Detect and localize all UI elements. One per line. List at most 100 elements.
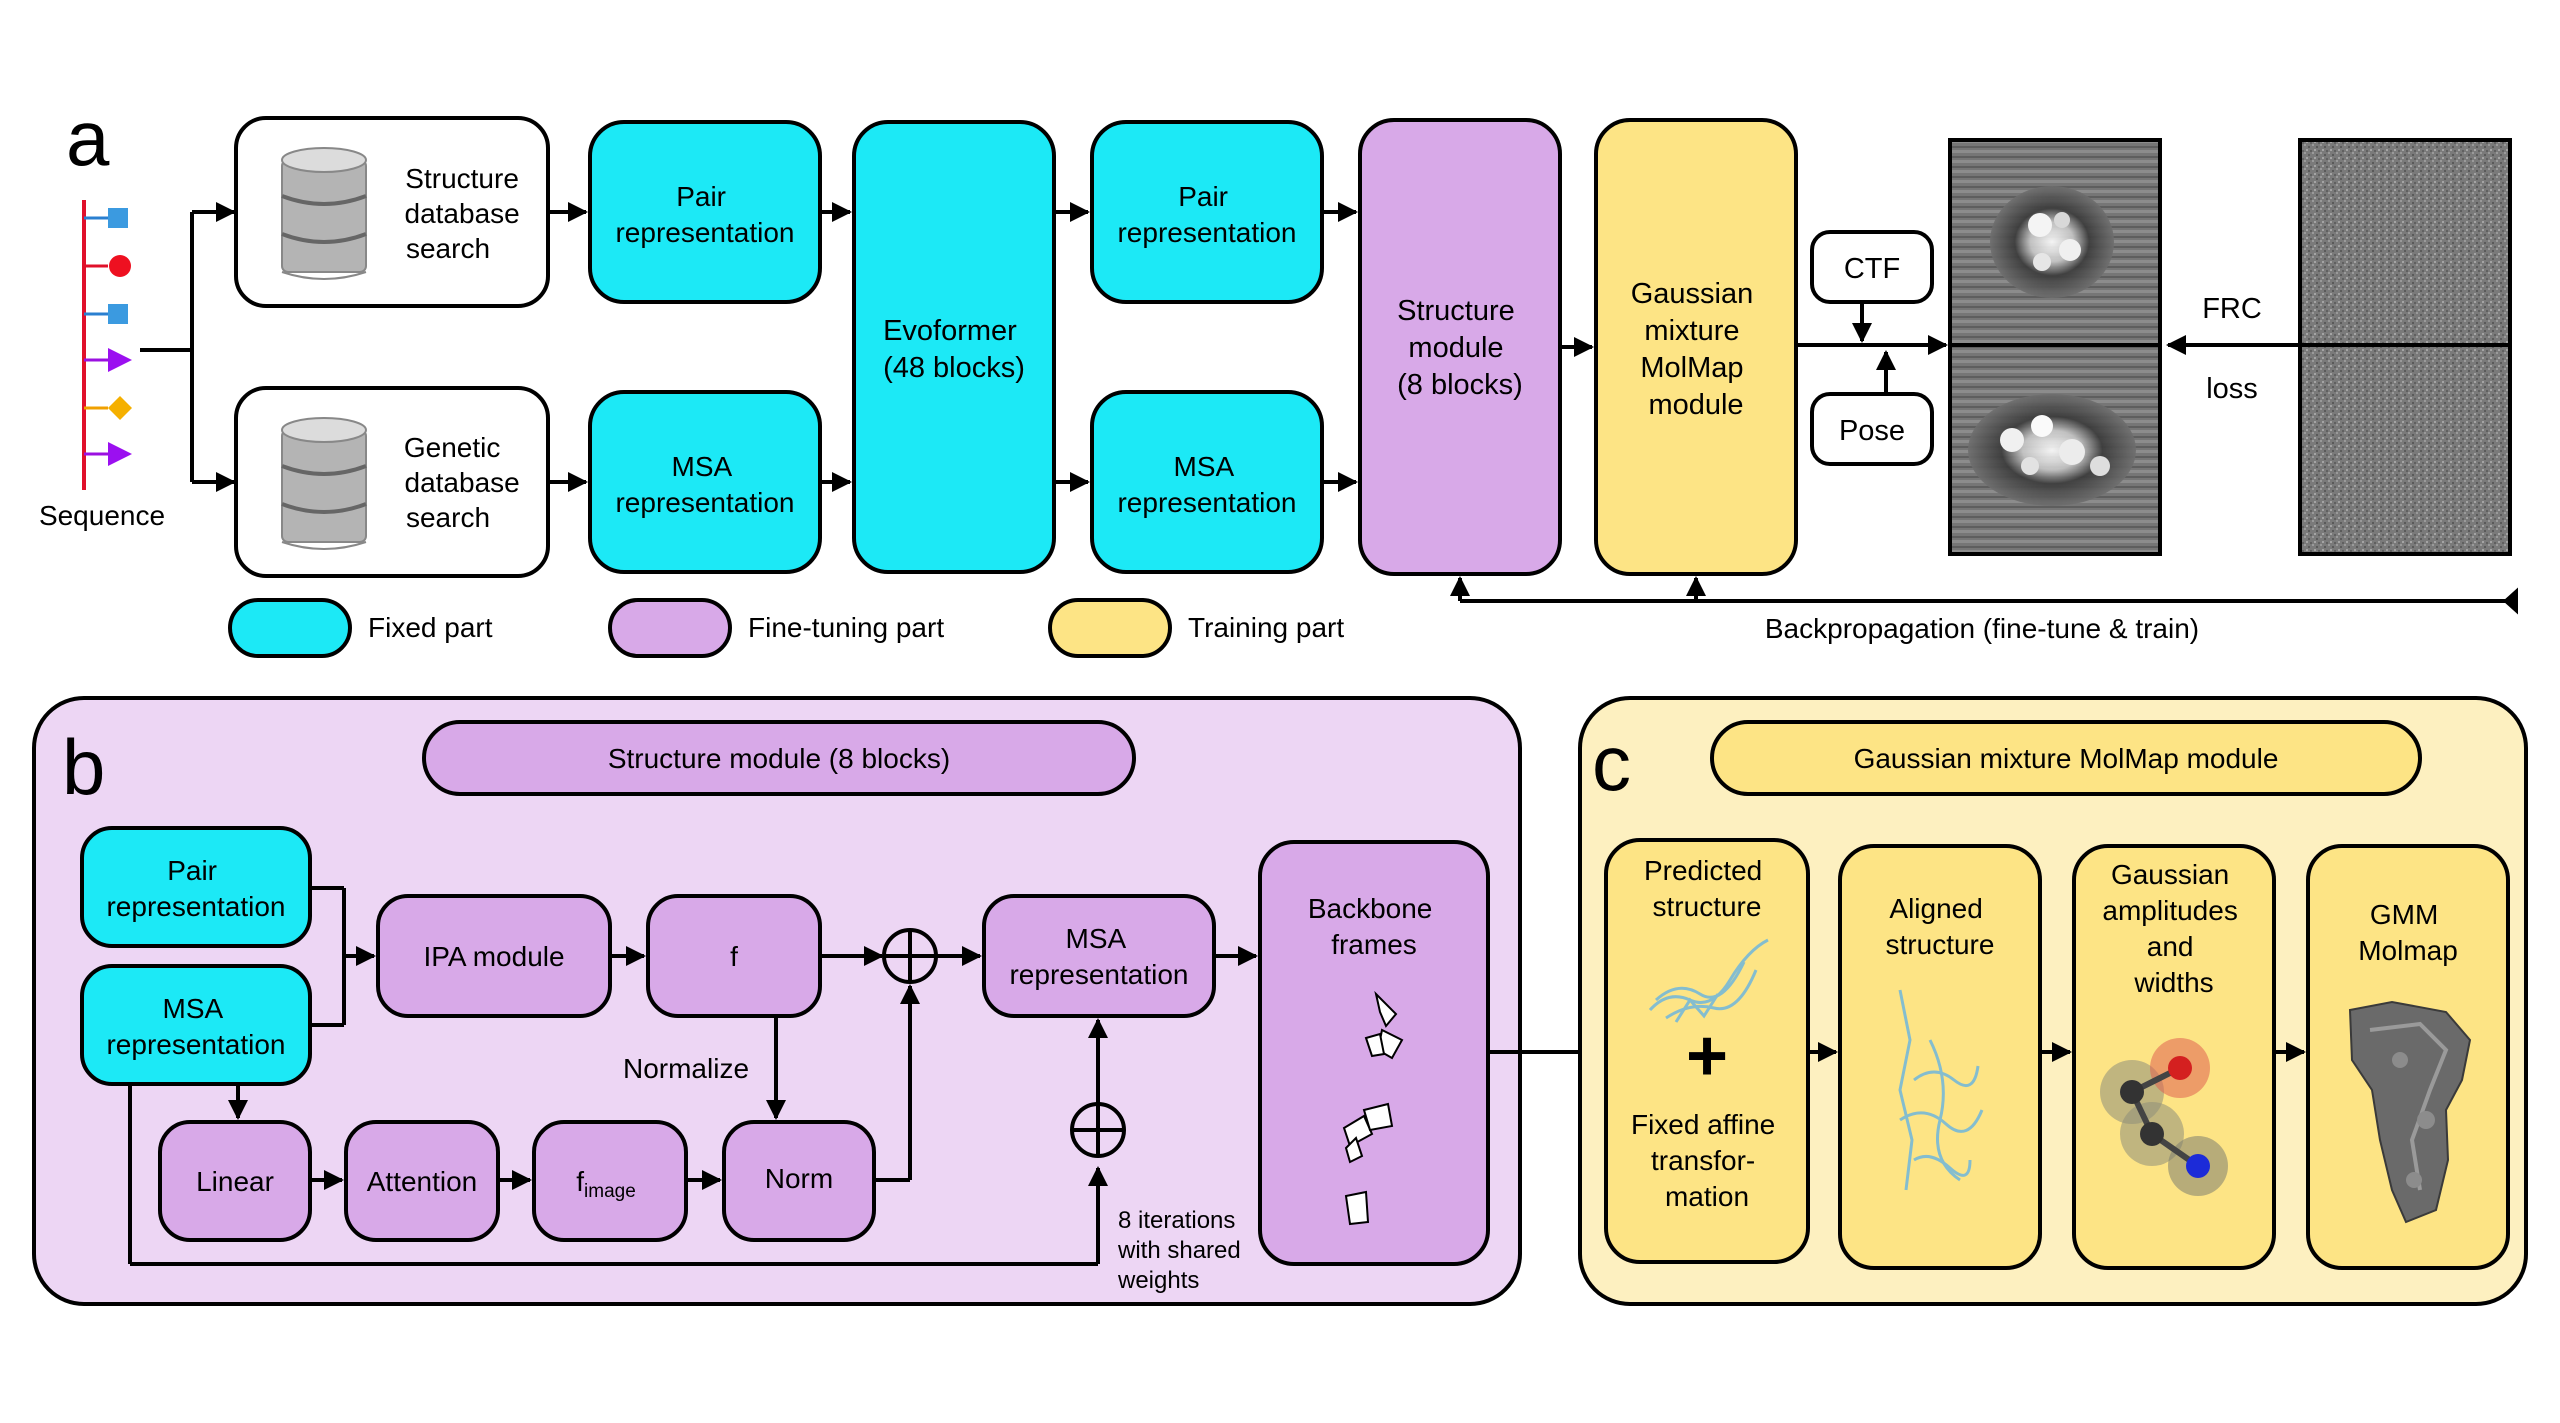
b-msa-out-line1: MSA — [1066, 923, 1127, 954]
affine-line2: transfor- — [1651, 1145, 1755, 1176]
iterations-line2: with shared — [1117, 1237, 1241, 1264]
norm-box: Norm — [722, 1120, 876, 1242]
search-to-rep-arrows — [548, 202, 588, 492]
f-out-arrows — [766, 946, 884, 1120]
experimental-image-stack — [2298, 138, 2512, 556]
gmm-line3: MolMap — [1640, 352, 1743, 384]
rep-to-structure-arrows — [1322, 202, 1358, 492]
gmm-line4: module — [1648, 389, 1743, 421]
frame-glyphs — [1342, 990, 1404, 1226]
structure-module-line1: Structure — [1397, 295, 1515, 327]
svg-text:Fixed affine transfor-: Fixed affine transfor- mation — [1631, 1109, 1783, 1212]
genetic-database-search-box: Genetic database search — [234, 386, 550, 578]
structure-module-line3: (8 blocks) — [1397, 369, 1523, 401]
norm-label: Norm — [765, 1163, 833, 1194]
add-node-top — [882, 928, 938, 984]
affine-line1: Fixed affine — [1631, 1109, 1775, 1140]
linear-label: Linear — [196, 1166, 274, 1197]
gaussian-line3: and — [2147, 931, 2194, 962]
b-msa-out-line2: representation — [1009, 959, 1188, 990]
structure-database-search-box: Structure database search — [234, 116, 550, 308]
projection-image-stack — [1948, 138, 2162, 556]
fimage-label: f — [576, 1166, 584, 1197]
structure-module-line2: module — [1408, 332, 1503, 364]
msa-rep-2-line1: MSA — [1174, 451, 1235, 482]
evoformer-block: Evoformer (48 blocks) — [852, 120, 1056, 574]
legend-fixed-label: Fixed part — [368, 612, 493, 643]
structure-search-line1: Structure — [405, 163, 519, 194]
pair-rep-2-line1: Pair — [1178, 181, 1228, 212]
frc-label: FRC — [2202, 293, 2262, 325]
panel-c-title: Gaussian mixture MolMap module — [1710, 720, 2422, 796]
f-label: f — [730, 941, 738, 972]
pair-rep-1-line1: Pair — [676, 181, 726, 212]
gaussian-amplitudes-box: Gaussian amplitudes and widths — [2072, 844, 2276, 1270]
molecule-gaussian-icon — [2100, 1038, 2228, 1196]
b-pair-line1: Pair — [167, 855, 217, 886]
msa-rep-2-line2: representation — [1117, 487, 1296, 518]
legend-finetune-label: Fine-tuning part — [748, 612, 944, 643]
svg-text:GMM Molmap: GMM Molmap — [2358, 899, 2458, 966]
normalize-label: Normalize — [623, 1053, 749, 1084]
plus-sign: + — [1686, 1016, 1728, 1096]
f-box: f — [646, 894, 822, 1018]
genetic-search-line1: Genetic — [404, 432, 501, 463]
gmm-line2: mixture — [1644, 315, 1739, 347]
svg-text:MSA representation: MSA representation — [106, 993, 285, 1060]
genetic-search-line3: search — [406, 502, 490, 533]
svg-text:MSA representation: MSA representation — [615, 451, 794, 518]
evoformer-line2: (48 blocks) — [883, 352, 1025, 384]
svg-text:Pair representation: Pair representation — [1117, 181, 1296, 248]
ipa-module-box: IPA module — [376, 894, 612, 1018]
gmm-molmap-block: Gaussian mixture MolMap module — [1594, 118, 1798, 576]
svg-text:fimage: fimage — [576, 1166, 636, 1202]
sequence-icon — [82, 200, 132, 490]
gmm-molmap-line2: Molmap — [2358, 935, 2458, 966]
legend: Fixed part Fine-tuning part Training par… — [228, 598, 1344, 658]
ipa-label: IPA module — [423, 941, 564, 972]
projection-particle-top — [1990, 186, 2114, 298]
svg-text:Backbone frames: Backbone frames — [1308, 893, 1440, 960]
gaussian-line1: Gaussian — [2111, 859, 2229, 890]
projection-particle-bottom — [1968, 394, 2136, 506]
legend-fixed: Fixed part — [228, 598, 493, 658]
b-msa-representation: MSA representation — [80, 964, 312, 1086]
panel-a: a Sequence — [39, 94, 2518, 658]
panel-b-title-text: Structure module (8 blocks) — [608, 743, 950, 774]
panel-b-title: Structure module (8 blocks) — [422, 720, 1136, 796]
msa-representation-input: MSA representation — [588, 390, 822, 574]
panel-c: c Gaussian mixture MolMap module Predict… — [1578, 696, 2528, 1306]
svg-text:Gaussian amplitudes: Gaussian amplitudes and widths — [2102, 859, 2245, 998]
legend-training: Training part — [1048, 598, 1344, 658]
svg-text:8 iterations with shared: 8 iterations with shared weights — [1117, 1207, 1247, 1294]
gaussian-line4: widths — [2133, 967, 2213, 998]
pair-representation-output: Pair representation — [1090, 120, 1324, 304]
genetic-search-line2: database — [405, 467, 520, 498]
backprop-label: Backpropagation (fine-tune & train) — [1765, 613, 2199, 644]
ctf-label: CTF — [1844, 253, 1900, 285]
fimage-subscript: image — [584, 1181, 636, 1202]
aligned-line2: structure — [1886, 929, 1995, 960]
pair-rep-1-line2: representation — [615, 217, 794, 248]
structure-search-line2: database — [405, 198, 520, 229]
density-map-icon — [2348, 1000, 2472, 1224]
gmm-molmap-box: GMM Molmap — [2306, 844, 2510, 1270]
aligned-line1: Aligned — [1889, 893, 1982, 924]
b-pair-representation: Pair representation — [80, 826, 312, 948]
sequence-branch-arrows — [140, 202, 236, 492]
svg-text:Aligned structure: Aligned structure — [1886, 893, 1995, 960]
norm-to-add-arrow — [874, 984, 920, 1182]
pair-representation-input: Pair representation — [588, 120, 822, 304]
panel-b-letter: b — [62, 723, 105, 811]
svg-text:Pair representation: Pair representation — [106, 855, 285, 922]
svg-text:Evoformer (48 blocks): Evoformer (48 blocks) — [883, 315, 1025, 384]
b-input-arrows — [128, 886, 1108, 1266]
loss-label: loss — [2206, 373, 2258, 405]
evoformer-out-arrows — [1054, 202, 1090, 492]
backbone-line1: Backbone — [1308, 893, 1433, 924]
gmm-to-images-arrows — [1796, 302, 1948, 394]
svg-text:Pair representation: Pair representation — [615, 181, 794, 248]
predicted-line1: Predicted — [1644, 855, 1762, 886]
svg-text:Structure database: Structure database search — [405, 163, 528, 264]
